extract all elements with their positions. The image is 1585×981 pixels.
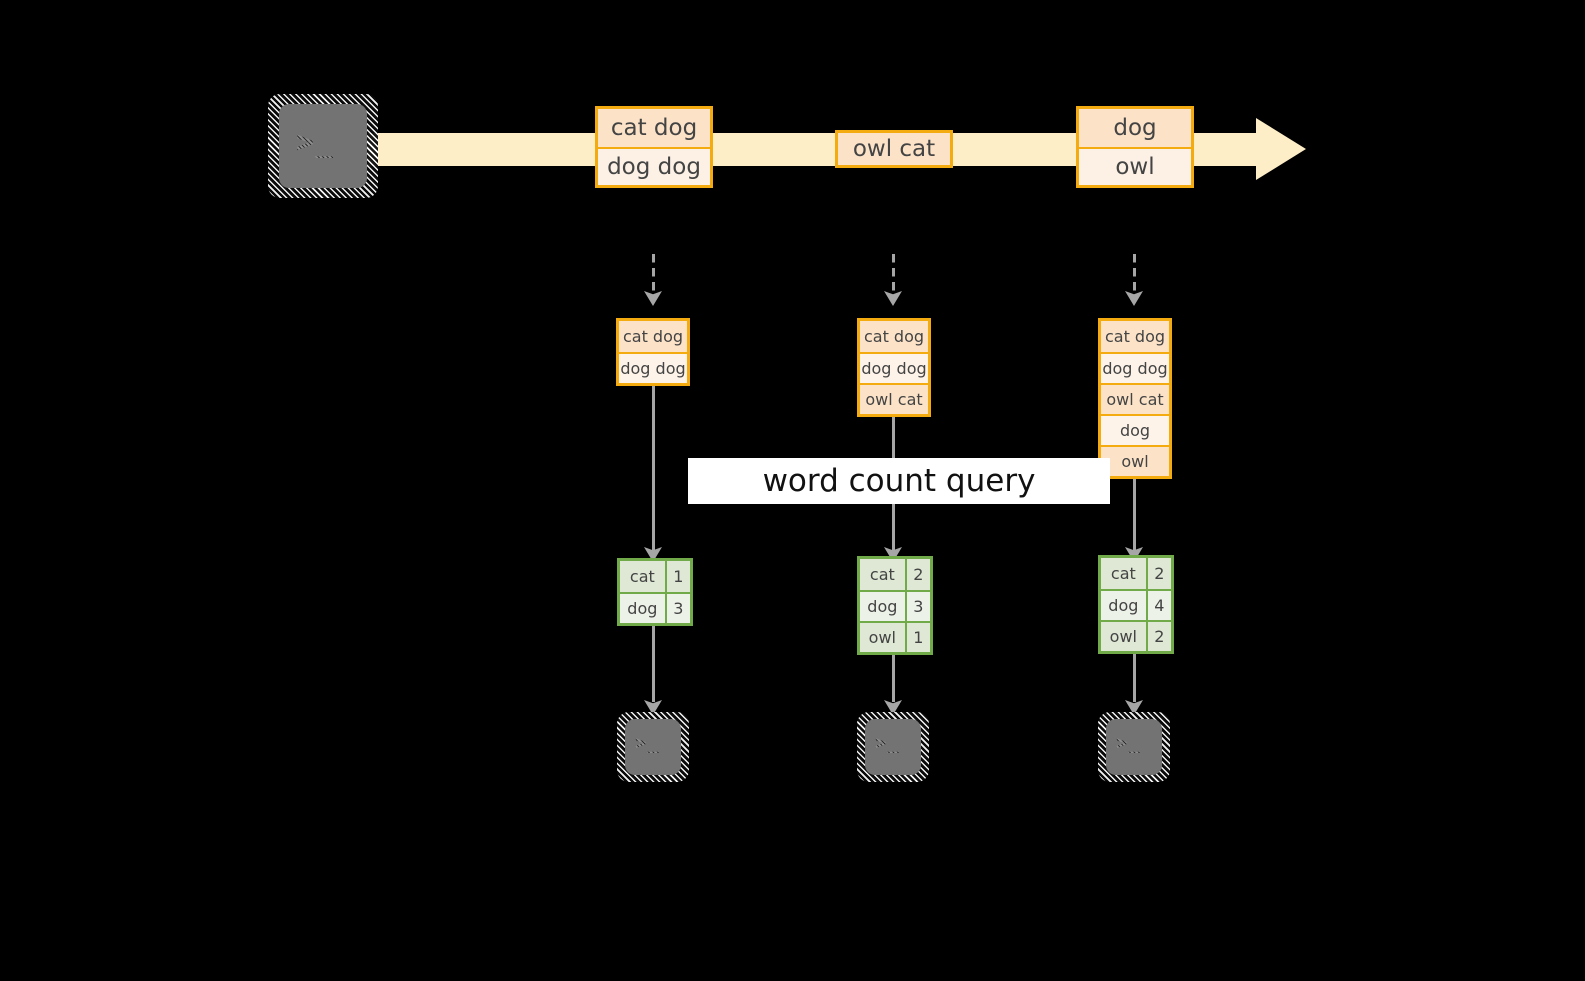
result-count: 3 bbox=[904, 592, 930, 621]
stream-arrow-head bbox=[1256, 118, 1306, 180]
snapshot-2-dashed-connector bbox=[892, 254, 895, 294]
producer-terminal-icon[interactable]: >_ bbox=[268, 94, 378, 198]
log-line: cat dog bbox=[1101, 321, 1169, 352]
log-line: owl cat bbox=[860, 383, 928, 414]
log-line: owl cat bbox=[1101, 383, 1169, 414]
stream-message-line: dog bbox=[1079, 109, 1191, 147]
snapshot-2-result[interactable]: cat 2 dog 3 owl 1 bbox=[857, 556, 933, 655]
terminal-body bbox=[625, 719, 681, 775]
result-count: 1 bbox=[664, 561, 690, 592]
log-line: dog dog bbox=[1101, 352, 1169, 383]
table-row: dog 3 bbox=[620, 592, 690, 623]
terminal-body bbox=[865, 719, 921, 775]
snapshot-1-consumer-terminal-icon[interactable]: >_ bbox=[617, 712, 689, 782]
snapshot-3-query-connector bbox=[1133, 478, 1136, 561]
table-row: cat 1 bbox=[620, 561, 690, 592]
snapshot-3-log[interactable]: cat dog dog dog owl cat dog owl bbox=[1098, 318, 1172, 479]
table-row: owl 2 bbox=[1101, 620, 1171, 651]
stream-message-3[interactable]: dog owl bbox=[1076, 106, 1194, 188]
table-row: cat 2 bbox=[1101, 558, 1171, 589]
query-label: word count query bbox=[688, 458, 1110, 504]
log-line: dog bbox=[1101, 414, 1169, 445]
result-word: dog bbox=[1101, 591, 1146, 620]
snapshot-2-log[interactable]: cat dog dog dog owl cat bbox=[857, 318, 931, 417]
result-word: owl bbox=[1101, 622, 1146, 651]
log-line: cat dog bbox=[860, 321, 928, 352]
result-count: 2 bbox=[1145, 622, 1171, 651]
result-word: cat bbox=[860, 559, 905, 590]
terminal-prompt-glyph: >_ bbox=[875, 732, 900, 754]
terminal-prompt-glyph: >_ bbox=[635, 732, 660, 754]
result-count: 2 bbox=[904, 559, 930, 590]
snapshot-1-log[interactable]: cat dog dog dog bbox=[616, 318, 690, 386]
snapshot-3-result[interactable]: cat 2 dog 4 owl 2 bbox=[1098, 555, 1174, 654]
terminal-prompt-glyph: >_ bbox=[296, 125, 335, 160]
stream-message-2[interactable]: owl cat bbox=[835, 130, 953, 168]
snapshot-3-consumer-terminal-icon[interactable]: >_ bbox=[1098, 712, 1170, 782]
result-word: owl bbox=[860, 623, 905, 652]
result-word: cat bbox=[1101, 558, 1146, 589]
result-word: dog bbox=[860, 592, 905, 621]
stream-message-line: cat dog bbox=[598, 109, 710, 147]
table-row: owl 1 bbox=[860, 621, 930, 652]
snapshot-1-output-connector bbox=[652, 624, 655, 702]
snapshot-1-query-connector bbox=[652, 384, 655, 561]
snapshot-3-dashed-connector bbox=[1133, 254, 1136, 294]
stream-message-line: dog dog bbox=[598, 147, 710, 185]
stream-message-1[interactable]: cat dog dog dog bbox=[595, 106, 713, 188]
terminal-body bbox=[1106, 719, 1162, 775]
result-word: dog bbox=[620, 594, 665, 623]
snapshot-3-output-connector bbox=[1133, 653, 1136, 702]
log-line: owl bbox=[1101, 445, 1169, 476]
log-line: dog dog bbox=[860, 352, 928, 383]
result-count: 4 bbox=[1145, 591, 1171, 620]
result-word: cat bbox=[620, 561, 665, 592]
table-row: dog 3 bbox=[860, 590, 930, 621]
log-line: cat dog bbox=[619, 321, 687, 352]
terminal-body bbox=[279, 104, 367, 188]
query-label-text: word count query bbox=[762, 463, 1036, 499]
log-line: dog dog bbox=[619, 352, 687, 383]
snapshot-2-output-connector bbox=[892, 654, 895, 702]
result-count: 2 bbox=[1145, 558, 1171, 589]
table-row: cat 2 bbox=[860, 559, 930, 590]
stream-message-line: owl cat bbox=[838, 133, 950, 165]
snapshot-2-consumer-terminal-icon[interactable]: >_ bbox=[857, 712, 929, 782]
result-count: 1 bbox=[904, 623, 930, 652]
result-count: 3 bbox=[664, 594, 690, 623]
snapshot-1-dashed-connector bbox=[652, 254, 655, 294]
terminal-prompt-glyph: >_ bbox=[1116, 732, 1141, 754]
stream-message-line: owl bbox=[1079, 147, 1191, 185]
snapshot-1-result[interactable]: cat 1 dog 3 bbox=[617, 558, 693, 626]
table-row: dog 4 bbox=[1101, 589, 1171, 620]
